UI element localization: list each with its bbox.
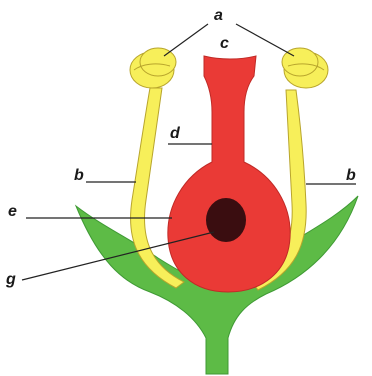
pistil bbox=[168, 56, 290, 292]
ovule bbox=[206, 198, 246, 242]
label-stigma: c bbox=[220, 35, 229, 52]
label-filament-left: b bbox=[74, 167, 84, 184]
label-filament-right: b bbox=[346, 167, 356, 184]
label-ovule: g bbox=[5, 271, 16, 288]
leader-a-right bbox=[236, 24, 294, 56]
label-anther: a bbox=[214, 7, 223, 24]
anther-left bbox=[130, 48, 176, 88]
label-ovary: e bbox=[8, 203, 17, 220]
leader-a-left bbox=[164, 24, 208, 56]
anther-right bbox=[282, 48, 328, 88]
label-style: d bbox=[170, 125, 181, 142]
